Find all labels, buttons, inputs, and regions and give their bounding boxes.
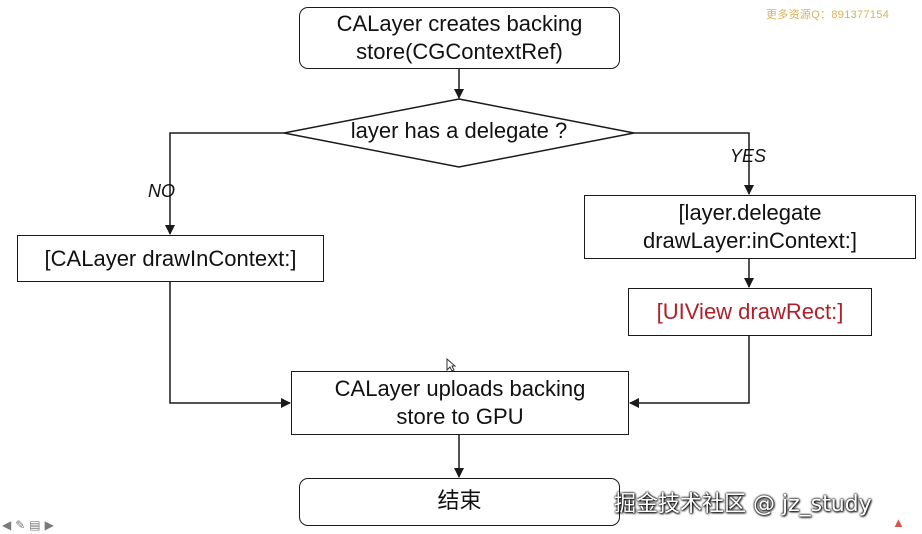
menu-icon[interactable]: ▤ <box>29 518 41 532</box>
no-label: NO <box>148 181 175 201</box>
corner-logo-icon: ▲ <box>892 515 905 530</box>
yes-label: YES <box>730 146 767 166</box>
top-watermark: 更多资源Q：891377154 <box>766 9 890 21</box>
drawincontext-box: [CALayer drawInContext:] <box>17 235 324 282</box>
decision-diamond <box>283 98 635 168</box>
upload-box: CALayer uploads backing store to GPU <box>291 371 629 435</box>
prev-arrow-icon[interactable]: ◀ <box>2 518 12 532</box>
slide-toolbar: ◀ ✎ ▤ ▶ <box>0 516 54 534</box>
arrow-yes-branch <box>634 132 754 195</box>
end-box: 结束 <box>299 478 620 526</box>
bottom-watermark: 掘金技术社区 @ jz_study <box>614 492 872 517</box>
next-arrow-icon[interactable]: ▶ <box>44 518 54 532</box>
arrow-drawrect-to-upload <box>629 336 750 408</box>
decision-text: layer has a delegate ? <box>350 118 568 143</box>
arrow-drawincontext-to-upload <box>169 282 291 408</box>
pen-icon[interactable]: ✎ <box>15 518 26 532</box>
delegate-drawlayer-box: [layer.delegate drawLayer:inContext:] <box>584 195 916 259</box>
drawrect-box: [UIView drawRect:] <box>628 288 872 336</box>
mouse-cursor-icon <box>446 357 457 377</box>
arrow-no-branch <box>165 132 284 235</box>
start-box: CALayer creates backing store(CGContextR… <box>299 7 620 69</box>
